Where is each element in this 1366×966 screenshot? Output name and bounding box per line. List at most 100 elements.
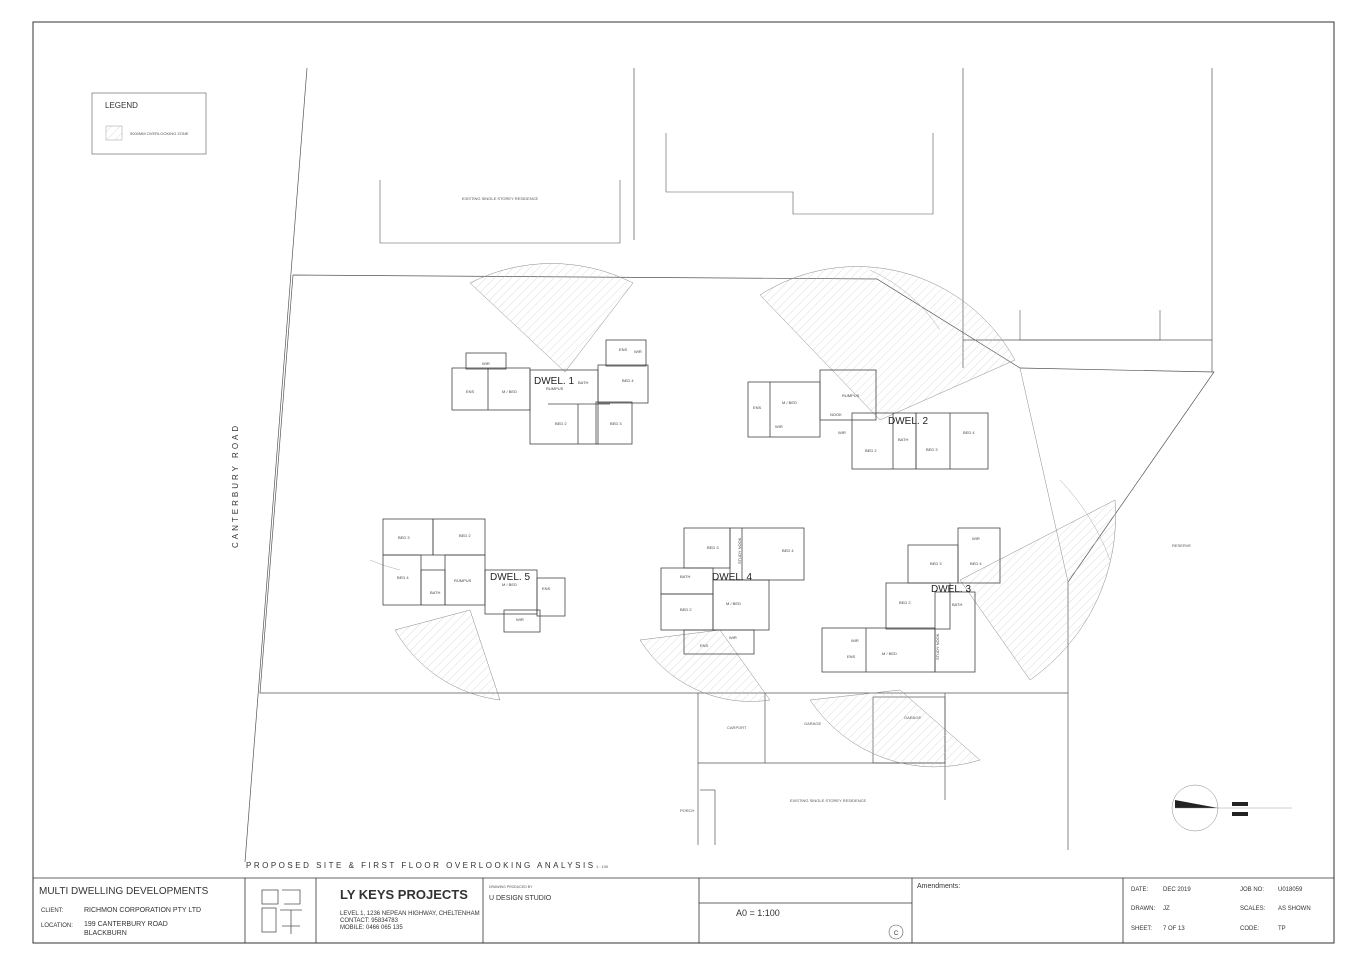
room-label: BED 3 [707, 545, 719, 550]
room-label: ENS [619, 347, 628, 352]
room-label: BATH [680, 574, 690, 579]
drawn-label: DRAWN: [1131, 906, 1155, 912]
room-label: BED 4 [622, 378, 634, 383]
firm-address: LEVEL 1, 1236 NEPEAN HIGHWAY, CHELTENHAM [340, 911, 480, 917]
dwelling-3 [821, 527, 1001, 673]
legend-swatch [105, 125, 123, 141]
firm-name: LY KEYS PROJECTS [340, 887, 468, 902]
room-label: WIR [516, 617, 524, 622]
dwelling-2-label: DWEL. 2 [888, 416, 928, 427]
location-line2: BLACKBURN [84, 930, 127, 937]
firm-mobile: MOBILE: 0466 065 135 [340, 925, 403, 931]
client-value: RICHMON CORPORATION PTY LTD [84, 907, 201, 914]
room-label: BED 2 [459, 533, 471, 538]
dwelling-3-label: DWEL. 3 [931, 584, 971, 595]
legend-item: 9000MM OVERLOOKING ZONE [130, 131, 189, 136]
property-lines [244, 67, 1215, 863]
room-label: BED 4 [970, 561, 982, 566]
title-block [33, 877, 1334, 943]
room-label: ENS [466, 389, 475, 394]
zone-dwel3b [809, 689, 981, 768]
firm-logo [261, 889, 302, 934]
drawing-title: PROPOSED SITE & FIRST FLOOR OVERLOOKING … [246, 861, 596, 870]
zone-dwel3 [959, 499, 1116, 681]
code-value: TP [1278, 926, 1286, 932]
room-label: BATH [898, 437, 908, 442]
room-label: M / BED [502, 582, 517, 587]
room-label: BATH [578, 380, 588, 385]
zone-dwel4 [639, 629, 771, 702]
room-label: BED 2 [680, 607, 692, 612]
room-label: ENS [753, 405, 762, 410]
road-label: CANTERBURY ROAD [231, 423, 240, 548]
existing-residence-label-bottom: EXISTING SINGLE STOREY RESIDENCE [790, 798, 867, 803]
legend-title: LEGEND [105, 101, 138, 110]
room-label: WIR [838, 430, 846, 435]
existing-residence-label-top: EXISTING SINGLE STOREY RESIDENCE [462, 196, 539, 201]
dwelling-2 [747, 369, 989, 470]
studio-name: U DESIGN STUDIO [489, 895, 552, 902]
room-label: BED 3 [930, 561, 942, 566]
north-arrow-icon [1171, 784, 1292, 832]
project-name: MULTI DWELLING DEVELOPMENTS [39, 886, 209, 897]
drawing-scale-note: 1 : 100 [596, 864, 609, 869]
room-label: BED 2 [555, 421, 567, 426]
date-label: DATE: [1131, 887, 1149, 893]
room-label: BED 2 [899, 600, 911, 605]
code-label: CODE: [1240, 926, 1259, 932]
drawn-value: JZ [1163, 906, 1170, 912]
room-label: WIR [851, 638, 859, 643]
scales-value: AS SHOWN [1278, 906, 1311, 912]
dwelling-4 [660, 527, 805, 655]
room-label: WIR [482, 361, 490, 366]
reserve-label: RESERVE [1172, 543, 1191, 548]
sheet-border [32, 21, 1335, 944]
amendments-label: Amendments: [917, 883, 960, 890]
room-label: BED 3 [926, 447, 938, 452]
room-label: ENS [847, 654, 856, 659]
room-label: BED 4 [782, 548, 794, 553]
garage-label: GARAGE [904, 715, 921, 720]
dwelling-5-label: DWEL. 5 [490, 572, 530, 583]
room-label: ENS [700, 643, 709, 648]
dwelling-4-label: DWEL. 4 [712, 572, 752, 583]
overlooking-zones [369, 263, 1116, 768]
room-label: M / BED [782, 400, 797, 405]
room-label: BED 3 [398, 535, 410, 540]
revision-circle [888, 924, 904, 940]
room-label: STUDY NOOK [935, 633, 940, 660]
job-label: JOB NO: [1240, 887, 1264, 893]
dwelling-1-label: DWEL. 1 [534, 376, 574, 387]
room-label: BATH [430, 590, 440, 595]
room-label: STUDY NOOK [737, 537, 742, 564]
date-value: DEC 2019 [1163, 887, 1191, 893]
room-label: BATH [952, 602, 962, 607]
scales-label: SCALES: [1240, 906, 1266, 912]
room-label: WIR [775, 424, 783, 429]
produced-by-label: DRAWING PRODUCED BY [489, 885, 533, 889]
room-label: WIR [729, 635, 737, 640]
room-label: M / BED [726, 601, 741, 606]
room-label: BED 4 [963, 430, 975, 435]
zone-dwel2 [759, 266, 1016, 421]
zone-dwel5 [394, 609, 501, 701]
carport-label: CARPORT [727, 725, 747, 730]
room-label: M / BED [502, 389, 517, 394]
sheet-label: SHEET: [1131, 926, 1152, 932]
sheet-value: 7 OF 13 [1163, 926, 1185, 932]
zone-dwel1 [469, 263, 634, 373]
room-label: RUMPUS [842, 393, 860, 398]
room-label: RUMPUS [546, 386, 564, 391]
room-label: M / BED [882, 651, 897, 656]
room-label: WIR [634, 349, 642, 354]
location-line1: 199 CANTERBURY ROAD [84, 921, 168, 928]
dwelling-5 [382, 518, 566, 633]
existing-residence-top [379, 133, 1161, 341]
dwelling-1 [451, 339, 649, 445]
garage-label: GARAGE [804, 721, 821, 726]
job-value: U018059 [1278, 887, 1303, 893]
room-label: ENS [542, 586, 551, 591]
drawing-scale: A0 = 1:100 [736, 908, 780, 918]
porch-label: PORCH [680, 808, 695, 813]
